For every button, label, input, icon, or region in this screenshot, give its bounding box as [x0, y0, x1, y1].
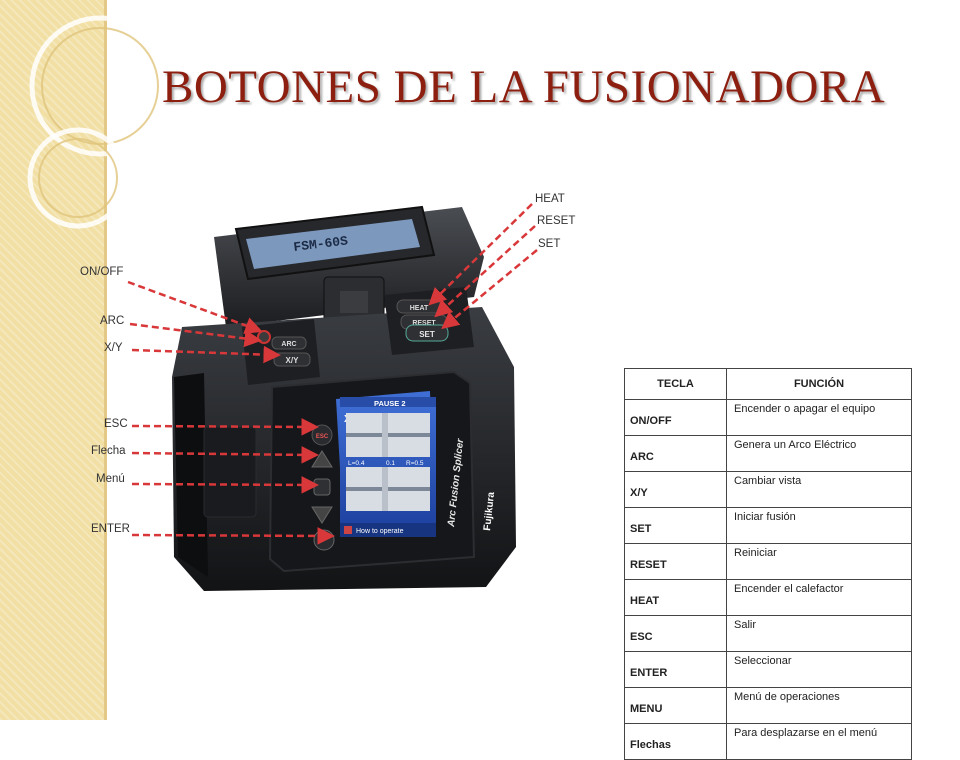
table-cell-function: Iniciar fusión	[726, 507, 912, 544]
label-enter: ENTER	[91, 523, 130, 535]
table-cell-function: Reiniciar	[726, 543, 912, 580]
device-model-text: FSM-60S	[293, 233, 349, 255]
table-cell-key: Flechas	[624, 723, 727, 760]
screen-header: PAUSE 2	[374, 399, 406, 408]
label-heat: HEAT	[535, 193, 565, 205]
screen-readout-left: L=0.4	[348, 460, 365, 467]
table-cell-key: X/Y	[624, 471, 727, 508]
device-reset-button: RESET	[412, 320, 436, 327]
label-xy: X/Y	[104, 342, 123, 354]
table-cell-function: Seleccionar	[726, 651, 912, 688]
table-cell-key: ESC	[624, 615, 727, 652]
table-cell-function: Encender el calefactor	[726, 579, 912, 616]
header-tecla: TECLA	[624, 368, 727, 400]
label-esc: ESC	[104, 418, 128, 430]
label-reset: RESET	[537, 215, 576, 227]
fusion-splicer-photo: FSM-60S HEAT RESET SET ARC X/Y PAUSE 2 X…	[144, 187, 546, 601]
table-cell-function: Salir	[726, 615, 912, 652]
table-cell-key: MENU	[624, 687, 727, 724]
label-flecha: Flecha	[91, 445, 126, 457]
label-set: SET	[538, 238, 561, 250]
device-set-button: SET	[419, 330, 435, 339]
table-cell-function: Genera un Arco Eléctrico	[726, 435, 912, 472]
label-arc: ARC	[100, 315, 125, 327]
sidebar-edge	[104, 0, 107, 720]
table-header-row: TECLA FUNCIÓN	[624, 368, 912, 400]
table-cell-key: ENTER	[624, 651, 727, 688]
table-cell-key: ON/OFF	[624, 399, 727, 436]
device-xy-button: X/Y	[286, 356, 300, 365]
device-heat-button: HEAT	[410, 305, 429, 312]
label-menu: Menú	[96, 473, 125, 485]
page-title: BOTONES DE LA FUSIONADORA	[162, 61, 886, 113]
table-cell-function: Cambiar vista	[726, 471, 912, 508]
table-cell-function: Menú de operaciones	[726, 687, 912, 724]
device-arc-button: ARC	[281, 341, 296, 348]
table-cell-key: ARC	[624, 435, 727, 472]
table-cell-function: Encender o apagar el equipo	[726, 399, 912, 436]
device-esc-button: ESC	[316, 434, 329, 440]
table-cell-key: HEAT	[624, 579, 727, 616]
screen-footer: How to operate	[356, 528, 404, 535]
device-brand-text: Fujikura	[482, 491, 497, 531]
header-funcion: FUNCIÓN	[726, 368, 912, 400]
table-cell-key: RESET	[624, 543, 727, 580]
table-cell-key: SET	[624, 507, 727, 544]
decorative-rings	[27, 15, 171, 229]
table-cell-function: Para desplazarse en el menú	[726, 723, 912, 760]
label-on-off: ON/OFF	[80, 266, 124, 278]
screen-readout-right: R=0.5	[406, 460, 424, 467]
screen-readout-mid: 0.1	[386, 460, 395, 467]
